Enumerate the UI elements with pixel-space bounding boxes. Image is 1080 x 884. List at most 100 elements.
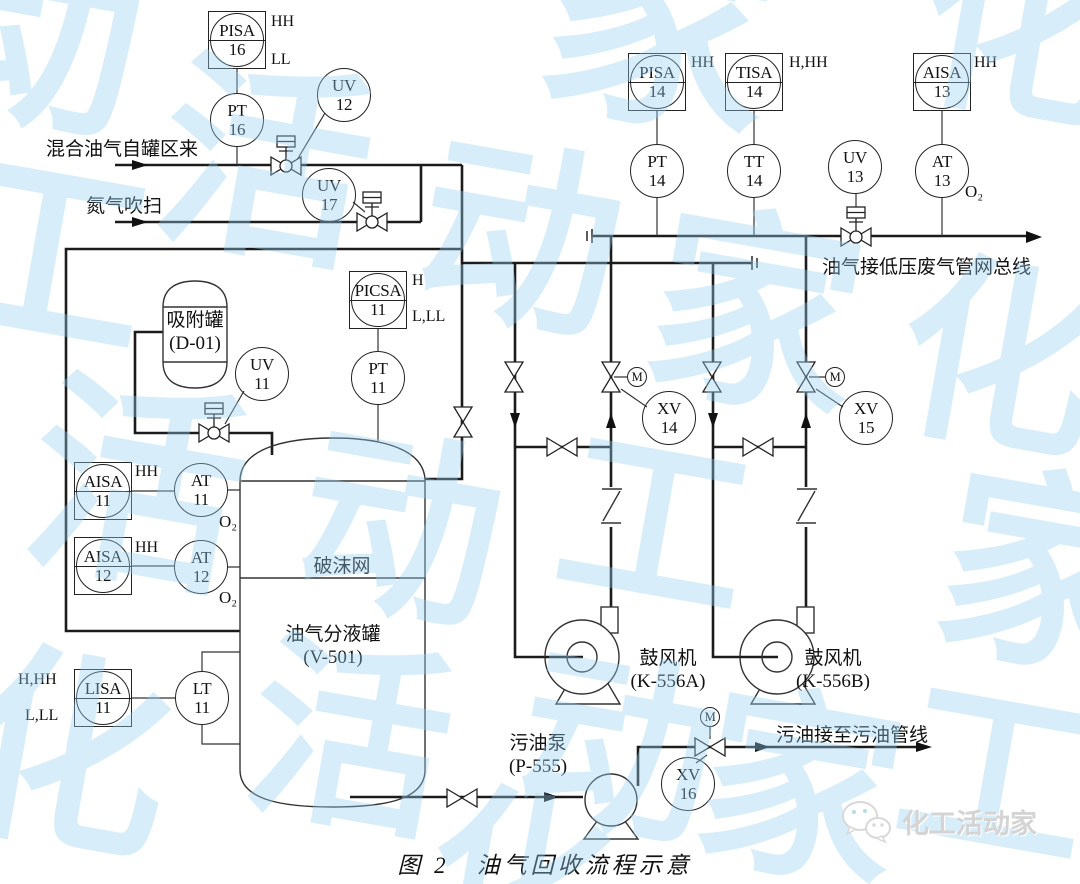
equipment-tag: (K-556B) xyxy=(796,671,870,693)
tag-letters: AISA xyxy=(83,471,123,491)
valve-suction-b xyxy=(701,361,723,393)
tag-number: 11 xyxy=(254,374,270,393)
tag-number: 13 xyxy=(933,171,951,190)
tag-letters: PT xyxy=(227,100,247,120)
tag-letters: AT xyxy=(931,151,953,171)
equipment-name: 鼓风机 xyxy=(804,648,862,669)
instrument-xv15: XV 15 xyxy=(839,391,893,445)
instrument-uv11: UV 11 xyxy=(235,347,289,401)
instrument-pt14: PT 14 xyxy=(630,144,684,198)
blower-b-label: 鼓风机 (K-556B) xyxy=(775,647,891,693)
tag-letters: PT xyxy=(368,358,388,378)
tag-number: 15 xyxy=(857,418,875,437)
tag-letters: TISA xyxy=(735,62,773,82)
valve-drain xyxy=(446,787,478,809)
equipment-name: 吸附罐 xyxy=(166,310,224,331)
tag-letters: UV xyxy=(332,75,356,95)
alarm-label: H,HH xyxy=(18,671,57,688)
tag-number: 11 xyxy=(370,300,386,319)
tag-number: 14 xyxy=(745,82,763,101)
tag-letters: AT xyxy=(190,547,212,567)
demister-label: 破沫网 xyxy=(313,556,371,577)
tag-number: 12 xyxy=(94,566,112,585)
valve-uv17 xyxy=(356,191,388,233)
blower-k556b xyxy=(739,606,817,705)
tag-number: 11 xyxy=(194,698,210,717)
tag-number: 14 xyxy=(745,171,763,190)
instrument-pt11: PT 11 xyxy=(351,351,405,405)
instrument-lisa11: LISA 11 xyxy=(74,669,132,727)
flow-arrows xyxy=(132,160,1042,802)
instrument-picsa11: PICSA 11 xyxy=(349,271,407,329)
valve-bypass-b xyxy=(742,436,774,458)
tag-number: 11 xyxy=(370,378,386,397)
pump-p555 xyxy=(582,773,640,840)
alarm-label: HH xyxy=(135,463,159,480)
alarm-label: L,LL xyxy=(25,707,59,724)
equipment-name: 污油泵 xyxy=(509,733,567,754)
o2-label: O₂ xyxy=(219,512,238,531)
equipment-name: 鼓风机 xyxy=(639,648,697,669)
instrument-uv12: UV 12 xyxy=(317,68,371,122)
valve-uv12 xyxy=(270,135,302,177)
instrument-tt14: TT 14 xyxy=(727,144,781,198)
tag-letters: PT xyxy=(647,151,667,171)
valve-uv11 xyxy=(198,402,230,444)
tag-letters: XV xyxy=(676,764,700,784)
equipment-tag: (P-555) xyxy=(508,756,568,778)
valve-vessel-inlet xyxy=(452,406,474,438)
tag-letters: UV xyxy=(317,175,341,195)
wechat-icon xyxy=(842,801,891,844)
tag-number: 12 xyxy=(192,567,210,586)
alarm-label: HH xyxy=(271,13,295,30)
tag-number: 13 xyxy=(933,82,951,101)
tag-number: 16 xyxy=(679,784,697,803)
instrument-pisa16: PISA 16 xyxy=(208,11,266,69)
equipment-tag: (K-556A) xyxy=(630,671,706,693)
alarm-label: H xyxy=(412,272,424,289)
stream-gasout-label: 油气接低压废气管网总线 xyxy=(822,257,1032,278)
tag-letters: AISA xyxy=(922,62,962,82)
alarm-label: LL xyxy=(271,51,291,68)
brand-logo: 化工活动家 xyxy=(838,798,1037,844)
leader-lines xyxy=(224,112,857,764)
tag-number: 11 xyxy=(193,490,209,509)
stream-nitrogen-label: 氮气吹扫 xyxy=(86,196,163,217)
separator-label: 油气分液罐 (V-501) xyxy=(268,623,398,669)
instrument-lt11: LT 11 xyxy=(175,671,229,725)
equipment-tag: (V-501) xyxy=(303,647,363,669)
alarm-label: L,LL xyxy=(412,308,446,325)
valve-uv13 xyxy=(840,206,872,248)
tag-letters: XV xyxy=(854,398,878,418)
tag-number: 14 xyxy=(660,418,678,437)
pump-label: 污油泵 (P-555) xyxy=(492,732,584,778)
tag-letters: UV xyxy=(843,147,867,167)
valve-suction-a xyxy=(503,361,525,393)
instrument-uv17: UV 17 xyxy=(302,168,356,222)
alarm-label: HH xyxy=(135,539,159,556)
tag-number: 13 xyxy=(846,167,864,186)
figure-caption: 图 2 油气回收流程示意 xyxy=(397,853,693,878)
tag-letters: AISA xyxy=(83,546,123,566)
instrument-xv16: XV 16 xyxy=(661,757,715,811)
tag-number: 11 xyxy=(95,491,111,510)
vessel-v501 xyxy=(239,437,426,808)
tag-number: 16 xyxy=(228,40,246,59)
tag-letters: UV xyxy=(250,354,274,374)
o2-label: O₂ xyxy=(219,588,238,607)
tag-letters: LISA xyxy=(84,678,122,698)
tag-number: 17 xyxy=(320,195,338,214)
tag-number: 12 xyxy=(335,95,353,114)
blower-a-label: 鼓风机 (K-556A) xyxy=(610,647,726,693)
instrument-uv13: UV 13 xyxy=(828,140,882,194)
motor-icon: M xyxy=(700,707,720,727)
blower-k556a xyxy=(544,606,622,705)
valve-bypass-a xyxy=(546,436,578,458)
adsorber-d01 xyxy=(162,280,228,389)
tag-letters: LT xyxy=(192,678,212,698)
instrument-at11: AT 11 xyxy=(174,463,228,517)
alarm-label: HH xyxy=(691,54,715,71)
flex-connectors xyxy=(601,488,817,524)
